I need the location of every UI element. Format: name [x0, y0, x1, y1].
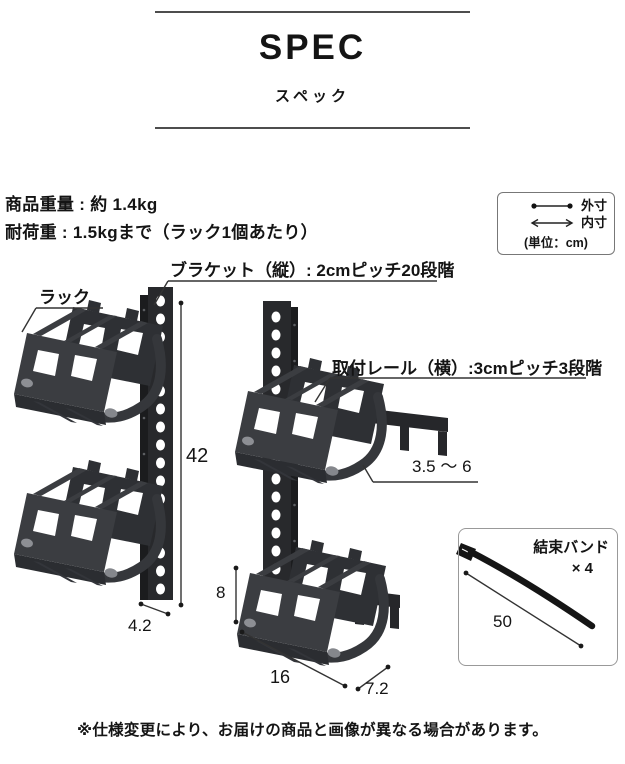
legend-unit: (単位：cm)	[524, 236, 588, 250]
product-weight: 商品重量 : 約 1.4kg	[5, 195, 158, 214]
callout-bracket: ブラケット（縦）: 2cmピッチ20段階	[170, 261, 455, 280]
dim-rack-depth: 7.2	[365, 679, 389, 698]
cable-tie-illustration	[456, 543, 596, 630]
cable-tie-box: 結束バンド × 4	[458, 528, 618, 666]
load-capacity: 耐荷重 : 1.5kgまで（ラック1個あたり）	[5, 223, 318, 242]
rack-right-lower	[237, 540, 386, 666]
dim-bracket-width: 4.2	[128, 616, 152, 635]
page-title: SPEC	[258, 28, 367, 67]
inner-dim-icon	[530, 218, 574, 227]
callout-rack: ラック	[39, 288, 90, 307]
top-rule	[155, 11, 470, 13]
dimension-lines	[140, 303, 582, 690]
legend-inner-row: 内寸	[505, 215, 607, 230]
page-subtitle: スペック	[275, 88, 350, 105]
outer-dim-icon	[531, 202, 573, 209]
dim-bracket-height: 42	[186, 445, 209, 467]
dimension-legend: 外寸 内寸 (単位：cm)	[497, 192, 615, 255]
callout-leaders	[21, 280, 586, 483]
callout-slot-range: 3.5 〜 6	[412, 457, 472, 476]
cable-tie-label: 結束バンド	[533, 539, 609, 556]
legend-outer-row: 外寸	[505, 198, 607, 213]
dim-rack-height: 8	[216, 583, 226, 602]
dim-tie-length: 50	[493, 612, 512, 631]
dimension-dots	[138, 300, 584, 692]
callout-mounting-rail: 取付レール（横）:3cmピッチ3段階	[332, 359, 603, 378]
dim-rack-width: 16	[270, 667, 291, 687]
cable-tie-quantity: × 4	[571, 560, 593, 577]
legend-outer-label: 外寸	[580, 198, 607, 213]
rack-illustrations	[14, 300, 386, 666]
title-rule	[155, 127, 470, 129]
spec-diagram	[0, 280, 596, 692]
disclaimer-note: ※仕様変更により、お届けの商品と画像が異なる場合があります。	[76, 722, 549, 739]
legend-inner-label: 内寸	[580, 215, 607, 230]
